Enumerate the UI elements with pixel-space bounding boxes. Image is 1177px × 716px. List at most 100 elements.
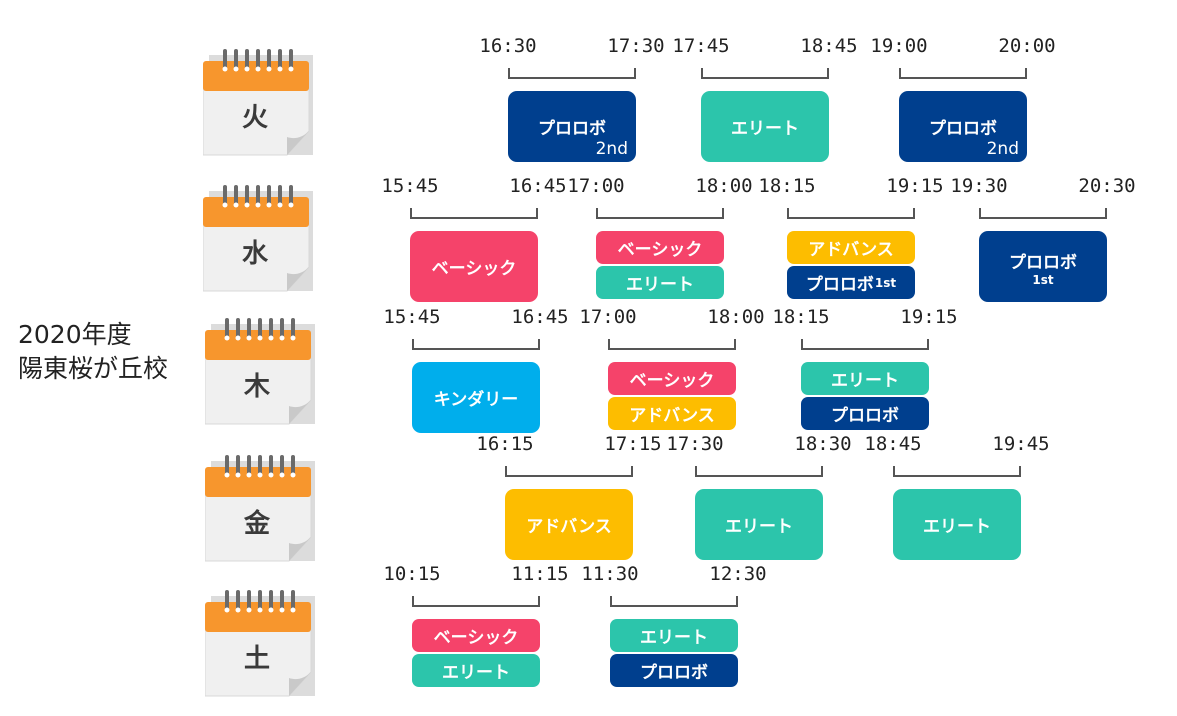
class-box: エリート xyxy=(701,91,829,162)
calendar-icon xyxy=(203,49,313,156)
end-time: 19:45 xyxy=(992,433,1050,455)
time-bracket xyxy=(899,68,1027,79)
time-bracket xyxy=(508,68,636,79)
class-name: エリート xyxy=(626,275,694,295)
start-time: 18:15 xyxy=(758,175,816,197)
start-time: 17:00 xyxy=(579,306,637,328)
start-time: 19:30 xyxy=(950,175,1008,197)
time-bracket xyxy=(505,466,633,477)
end-time: 12:30 xyxy=(709,563,767,585)
class-box: ベーシック xyxy=(410,231,538,302)
start-time: 18:15 xyxy=(772,306,830,328)
class-box: エリート xyxy=(412,654,540,687)
class-box: アドバンス xyxy=(608,397,736,430)
time-bracket xyxy=(412,339,540,350)
calendar-2: 木 xyxy=(205,316,317,428)
end-time: 17:15 xyxy=(604,433,662,455)
class-box: プロロボ xyxy=(610,654,738,687)
start-time: 16:15 xyxy=(476,433,534,455)
start-time: 17:00 xyxy=(567,175,625,197)
end-time: 18:00 xyxy=(707,306,765,328)
class-name: キンダリー xyxy=(433,390,519,410)
class-name: エリート xyxy=(923,517,991,537)
class-level: 1st xyxy=(874,275,897,290)
start-time: 18:45 xyxy=(864,433,922,455)
end-time: 17:30 xyxy=(607,35,665,57)
class-name: ベーシック xyxy=(431,259,517,279)
class-name: アドバンス xyxy=(808,240,894,260)
class-box: ベーシック xyxy=(608,362,736,395)
class-name: エリート xyxy=(442,663,510,683)
start-time: 10:15 xyxy=(383,563,441,585)
class-name: ベーシック xyxy=(629,371,715,391)
class-box: キンダリー xyxy=(412,362,540,433)
end-time: 20:30 xyxy=(1078,175,1136,197)
end-time: 16:45 xyxy=(509,175,567,197)
class-box: エリート xyxy=(596,266,724,299)
class-level: 2nd xyxy=(595,139,628,159)
time-bracket xyxy=(412,596,540,607)
calendar-4: 土 xyxy=(205,588,317,700)
time-bracket xyxy=(608,339,736,350)
time-bracket xyxy=(893,466,1021,477)
day-label: 土 xyxy=(243,644,270,674)
time-bracket xyxy=(979,208,1107,219)
end-time: 18:45 xyxy=(800,35,858,57)
class-name: プロロボ xyxy=(831,406,899,426)
class-box: ベーシック xyxy=(596,231,724,264)
time-bracket xyxy=(410,208,538,219)
class-name: プロロボ xyxy=(538,119,606,139)
class-box: エリート xyxy=(695,489,823,560)
time-bracket xyxy=(801,339,929,350)
time-bracket xyxy=(787,208,915,219)
start-time: 17:45 xyxy=(672,35,730,57)
time-bracket xyxy=(701,68,829,79)
end-time: 19:15 xyxy=(886,175,944,197)
class-box: アドバンス xyxy=(505,489,633,560)
class-name: アドバンス xyxy=(526,517,612,537)
calendar-1: 水 xyxy=(203,183,315,295)
end-time: 16:45 xyxy=(511,306,569,328)
class-name: エリート xyxy=(640,628,708,648)
school-name: 陽東桜が丘校 xyxy=(18,354,169,383)
start-time: 15:45 xyxy=(381,175,439,197)
end-time: 19:15 xyxy=(900,306,958,328)
calendar-icon xyxy=(205,590,315,697)
time-bracket xyxy=(695,466,823,477)
time-bracket xyxy=(596,208,724,219)
end-time: 11:15 xyxy=(511,563,569,585)
calendar-icon xyxy=(205,318,315,425)
class-level: 1st xyxy=(1032,273,1054,287)
calendar-0: 火 xyxy=(203,47,315,159)
day-label: 水 xyxy=(241,239,268,269)
class-box: プロロボ xyxy=(801,397,929,430)
class-box: エリート xyxy=(801,362,929,395)
class-level: 2nd xyxy=(986,139,1019,159)
class-name: アドバンス xyxy=(629,406,715,426)
day-label: 火 xyxy=(241,103,268,133)
start-time: 19:00 xyxy=(870,35,928,57)
start-time: 17:30 xyxy=(666,433,724,455)
start-time: 15:45 xyxy=(383,306,441,328)
class-name: ベーシック xyxy=(433,628,519,648)
calendar-icon xyxy=(205,455,315,562)
school-title: 2020年度 陽東桜が丘校 xyxy=(18,318,168,386)
start-time: 11:30 xyxy=(581,563,639,585)
end-time: 18:30 xyxy=(794,433,852,455)
school-year: 2020年度 xyxy=(18,320,132,349)
class-box: アドバンス xyxy=(787,231,915,264)
end-time: 20:00 xyxy=(998,35,1056,57)
class-name: ベーシック xyxy=(617,240,703,260)
class-name: プロロボ xyxy=(929,119,997,139)
class-name: プロロボ xyxy=(805,275,874,295)
class-name: エリート xyxy=(725,517,793,537)
calendar-icon xyxy=(203,185,313,292)
start-time: 16:30 xyxy=(479,35,537,57)
end-time: 18:00 xyxy=(695,175,753,197)
day-label: 木 xyxy=(243,372,270,402)
